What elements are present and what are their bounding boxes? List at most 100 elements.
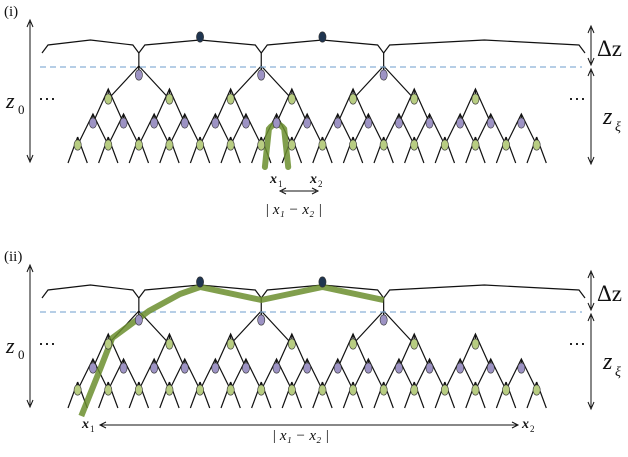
node-level3: [119, 117, 128, 129]
node-level4: [257, 384, 266, 396]
node-level4: [196, 384, 204, 396]
dots-right: ⋯: [568, 89, 586, 109]
delta-z-arrowheads: [587, 24, 595, 67]
node-level2: [226, 93, 235, 105]
node-level4: [410, 384, 419, 396]
node-level3: [150, 362, 159, 374]
node-level2: [471, 338, 480, 350]
z-xi-subscript: ξ: [615, 120, 621, 135]
z-xi-subscript: ξ: [615, 365, 621, 380]
node-level3: [180, 117, 189, 129]
top-branch: [41, 39, 140, 54]
node-level2: [410, 338, 419, 350]
node-level2: [165, 338, 174, 350]
dots-left: ⋯: [38, 89, 56, 109]
node-level2: [349, 93, 357, 105]
x2-subscript: 2: [318, 179, 323, 189]
node-level2: [287, 93, 296, 105]
node-level4: [379, 139, 388, 151]
z-xi-arrowheads: [587, 312, 595, 411]
node-top: [318, 31, 327, 43]
node-level1: [134, 69, 143, 81]
node-top: [318, 276, 327, 288]
z0-arrowheads: [26, 263, 34, 409]
node-level4: [226, 384, 235, 396]
panel-label: (i): [4, 4, 18, 20]
node-level1: [379, 69, 388, 81]
node-level3: [119, 362, 128, 374]
node-level3: [517, 117, 526, 129]
node-level3: [211, 362, 220, 374]
delta-z-arrowheads: [587, 269, 595, 312]
node-level3: [364, 362, 373, 374]
node-level4: [349, 384, 357, 396]
node-level3: [272, 362, 281, 374]
node-level3: [303, 362, 312, 374]
node-level4: [287, 384, 296, 396]
distance-arrowheads: [278, 187, 320, 195]
node-level3: [425, 362, 434, 374]
node-level4: [379, 384, 388, 396]
node-top: [196, 31, 204, 43]
node-level2: [165, 93, 174, 105]
delta-z-label: Δz: [597, 281, 622, 306]
dots-right: ⋯: [568, 334, 586, 354]
node-level4: [502, 384, 510, 396]
node-level3: [242, 362, 250, 374]
node-level2: [471, 93, 480, 105]
node-level4: [440, 384, 449, 396]
panel-label: (ii): [4, 249, 22, 265]
x1-subscript: 1: [90, 424, 95, 434]
node-level4: [73, 139, 82, 151]
node-level3: [486, 117, 495, 129]
node-level4: [73, 384, 82, 396]
node-level3: [150, 117, 159, 129]
node-level2: [410, 93, 419, 105]
node-level4: [440, 139, 449, 151]
node-level4: [104, 384, 113, 396]
node-level4: [196, 139, 204, 151]
causal-path: [261, 121, 292, 170]
node-level1: [379, 314, 388, 326]
node-level4: [226, 139, 235, 151]
node-level1: [134, 314, 143, 326]
distance-arrowheads: [98, 421, 520, 429]
z0-subscript: 0: [18, 102, 25, 117]
node-level1: [257, 314, 266, 326]
top-branch: [41, 284, 140, 299]
node-level3: [89, 362, 97, 374]
node-level3: [303, 117, 312, 129]
node-level4: [257, 139, 266, 151]
node-level4: [104, 139, 113, 151]
node-level2: [104, 93, 113, 105]
node-level3: [486, 362, 495, 374]
x2-label: x: [309, 172, 317, 187]
node-level3: [242, 117, 250, 129]
node-level3: [425, 117, 434, 129]
node-level3: [89, 117, 97, 129]
node-level3: [395, 117, 403, 129]
dots-left: ⋯: [38, 334, 56, 354]
z0-subscript: 0: [18, 347, 25, 362]
node-level3: [211, 117, 220, 129]
node-level3: [517, 362, 526, 374]
node-level4: [532, 384, 541, 396]
node-level4: [532, 139, 541, 151]
x1-label: x: [81, 417, 89, 432]
distance-label: | x₁ − x₂ |: [265, 202, 322, 218]
node-level3: [364, 117, 373, 129]
node-level4: [165, 139, 174, 151]
node-level3: [456, 362, 465, 374]
x1-subscript: 1: [278, 179, 283, 189]
node-level2: [349, 338, 357, 350]
node-level3: [456, 117, 465, 129]
node-level4: [165, 384, 174, 396]
node-top: [196, 276, 204, 288]
top-branch: [383, 284, 586, 299]
node-level4: [349, 139, 357, 151]
node-level3: [333, 362, 342, 374]
node-level1: [257, 69, 266, 81]
node-level3: [395, 362, 403, 374]
